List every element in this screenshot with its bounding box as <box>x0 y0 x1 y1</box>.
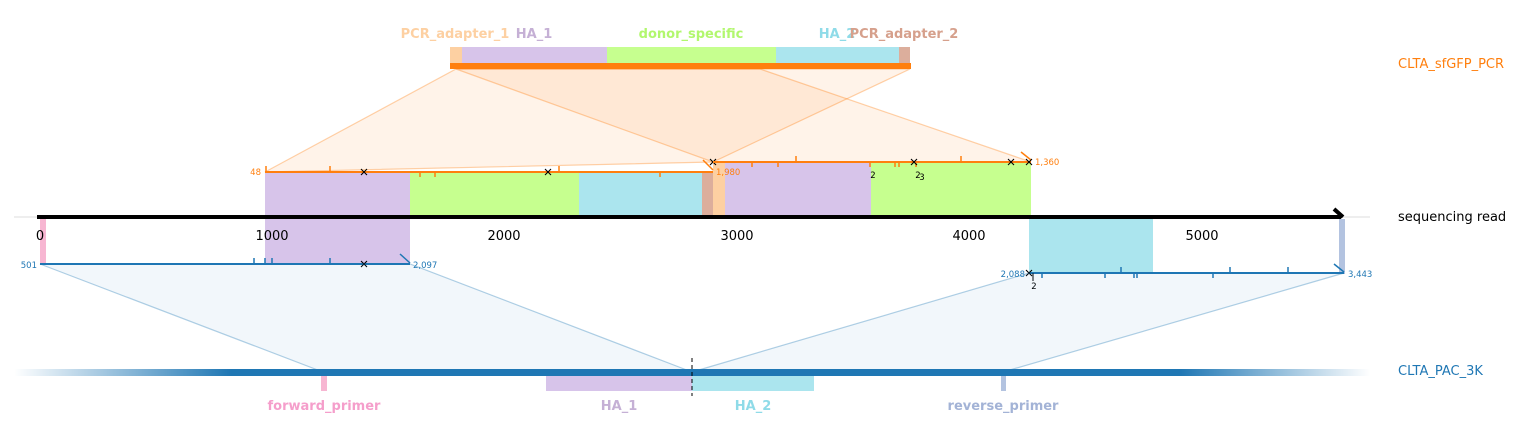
pcr-alignment-2-insertion-count: 2 <box>870 171 875 181</box>
pac-label-ha-1: HA_1 <box>601 399 638 414</box>
pcr-label-pcr-adapter-1: PCR_adapter_1 <box>401 27 510 42</box>
pcr-feature-pcr-adapter-2 <box>899 47 910 63</box>
read-axis-tick-label: 1000 <box>255 229 288 244</box>
pcr-feature-pcr-adapter-1 <box>450 47 462 63</box>
pcr-alignment-2: 2 2 3 1,360 <box>713 151 1059 183</box>
pcr-alignment-2-mismatch-marks <box>910 158 1033 166</box>
read-feature-ha-2-lower <box>1029 219 1153 274</box>
pac-alignment-1-arrow-tick <box>399 253 411 264</box>
pac-projection-2 <box>691 272 1345 373</box>
pcr-feature-donor-specific <box>607 47 776 63</box>
pcr-feature-labels: PCR_adapter_1 HA_1 donor_specific HA_2 P… <box>401 27 959 42</box>
pcr-alignment-2-indels <box>751 156 962 167</box>
pac-label-forward-primer: forward_primer <box>268 399 382 414</box>
pac-alignment-2: 2 2,088 3,443 <box>1001 263 1372 292</box>
pac-feature-labels: forward_primer HA_1 HA_2 reverse_primer <box>268 399 1060 414</box>
pac-alignment-1-start: 501 <box>21 261 37 271</box>
pcr-alignment-1-start: 48 <box>250 168 261 178</box>
read-sequence-name: sequencing read <box>1398 210 1507 225</box>
read-feature-reverse-primer-lower <box>1339 219 1345 274</box>
pac-alignment-2-end: 3,443 <box>1348 270 1372 280</box>
pac-feature-reverse-primer <box>1001 376 1006 391</box>
pac-alignment-1-indels <box>253 258 331 264</box>
pcr-alignment-2-arrow-tick <box>1020 151 1032 161</box>
pcr-label-pcr-adapter-2: PCR_adapter_2 <box>850 27 959 42</box>
read-feature-pcr-adapter-1-upper <box>713 162 725 217</box>
pac-reference-feature-blocks <box>321 376 1006 391</box>
read-axis-ticks: 0 1000 2000 3000 4000 5000 <box>36 229 1219 244</box>
pcr-alignment-1-indels <box>265 166 661 177</box>
pcr-label-ha-1: HA_1 <box>516 27 553 42</box>
read-feature-ha-1-upper-2 <box>725 162 871 217</box>
pac-alignment-2-arrow-tick <box>1333 263 1345 273</box>
pcr-label-ha-2: HA_2 <box>819 27 856 42</box>
read-feature-ha-2-upper <box>579 172 702 217</box>
pcr-reference-feature-blocks <box>450 47 910 63</box>
pac-alignment-1: 501 2,097 <box>21 253 437 271</box>
pac-label-reverse-primer: reverse_primer <box>948 399 1060 414</box>
pcr-sequence-name: CLTA_sfGFP_PCR <box>1398 57 1505 72</box>
pac-feature-ha-1 <box>546 376 692 391</box>
pcr-feature-ha-2 <box>776 47 899 63</box>
pcr-alignment-1-arrow-tick <box>702 159 714 171</box>
read-feature-ha-1-upper <box>265 172 410 217</box>
read-lower-feature-blocks <box>40 219 1345 274</box>
read-axis-tick-label: 4000 <box>952 229 985 244</box>
read-feature-donor-specific-upper-2 <box>871 162 1031 217</box>
pcr-alignment-1: 48 1,980 <box>250 158 740 178</box>
pac-alignment-2-indels <box>1041 267 1289 278</box>
pac-alignment-2-mismatch-marks <box>1025 269 1033 277</box>
pcr-label-donor-specific: donor_specific <box>639 27 744 42</box>
read-feature-ha-1-lower <box>265 219 410 264</box>
pac-label-ha-2: HA_2 <box>735 399 772 414</box>
read-feature-pcr-adapter-2-upper <box>702 172 713 217</box>
read-axis-tick-label: 2000 <box>487 229 520 244</box>
pcr-alignment-2-insertion-count: 2 <box>915 171 920 181</box>
pac-projection-1 <box>39 263 693 373</box>
read-axis-tick-label: 3000 <box>720 229 753 244</box>
pcr-feature-ha-1 <box>462 47 607 63</box>
pac-feature-forward-primer <box>321 376 327 391</box>
read-axis-arrowhead <box>1332 207 1345 219</box>
read-feature-forward-primer-lower <box>40 219 46 264</box>
read-feature-donor-specific-upper-1 <box>410 172 579 217</box>
read-upper-feature-blocks <box>265 162 1031 217</box>
pac-feature-ha-2 <box>692 376 814 391</box>
pac-alignment-1-end: 2,097 <box>413 261 437 271</box>
pac-alignment-2-insertion-count: 2 <box>1031 282 1036 292</box>
pcr-alignment-2-insertion-count: 3 <box>919 173 924 183</box>
read-axis-tick-label: 5000 <box>1185 229 1218 244</box>
pac-alignment-2-start: 2,088 <box>1001 270 1025 280</box>
pcr-alignment-2-end: 1,360 <box>1035 158 1059 168</box>
pcr-alignment-1-end: 1,980 <box>716 168 740 178</box>
pac-sequence-name: CLTA_PAC_3K <box>1398 364 1483 379</box>
read-axis-tick-label: 0 <box>36 229 44 244</box>
pcr-reference-bar <box>450 63 911 69</box>
pac-alignment-1-mismatch-marks <box>360 260 368 268</box>
